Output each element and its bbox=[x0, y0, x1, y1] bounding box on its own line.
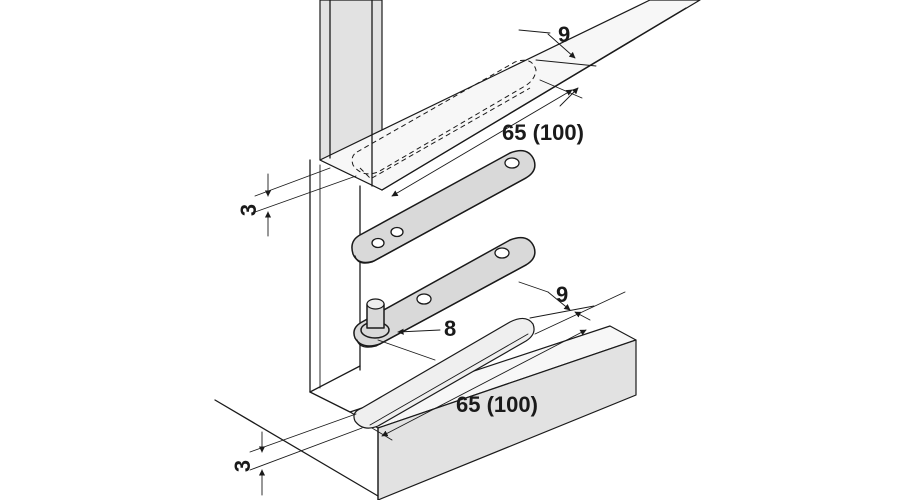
dim-top-length-line bbox=[391, 89, 573, 197]
pin-top bbox=[366, 298, 385, 310]
upper-plate-thickness bbox=[354, 177, 527, 264]
dim-top-width-leader bbox=[518, 29, 551, 34]
dim-top-width-ext-1 bbox=[535, 59, 597, 67]
dim-top-length bbox=[391, 89, 573, 197]
dim-bottom-length-line bbox=[381, 329, 587, 437]
upper-plate-hole-1 bbox=[371, 237, 385, 249]
dim-bottom-width-ext-1 bbox=[529, 305, 595, 319]
dim-bottom-length bbox=[371, 329, 587, 441]
dim-top-depth-ext-1 bbox=[254, 167, 331, 197]
dim-top-width-arrow-1 bbox=[547, 33, 576, 59]
lower-plate-hole-1 bbox=[416, 293, 432, 305]
lower-plate-thickness bbox=[356, 264, 527, 348]
dim-bottom-length-ext bbox=[371, 427, 393, 441]
dim-bottom-depth-ext-2 bbox=[249, 427, 363, 471]
base-joint bbox=[309, 391, 351, 413]
lower-hinge-plate bbox=[353, 236, 536, 348]
label-top-width: 9 bbox=[558, 22, 570, 47]
dim-top-width-arrow-2 bbox=[559, 87, 579, 107]
label-bottom-width: 9 bbox=[556, 282, 568, 307]
label-top-depth: 3 bbox=[236, 204, 261, 216]
label-pin-offset: 8 bbox=[444, 316, 456, 341]
cabinet-side bbox=[309, 159, 361, 393]
dim-bottom-width-arrow-2 bbox=[574, 311, 591, 321]
upper-plate-hole-3 bbox=[504, 157, 520, 169]
dim-top-depth-ext-2 bbox=[254, 175, 357, 213]
base-panel bbox=[214, 317, 637, 500]
upper-plate-hole-2 bbox=[390, 226, 404, 238]
label-top-length: 65 (100) bbox=[502, 120, 584, 145]
label-bottom-depth: 3 bbox=[230, 460, 255, 472]
dim-bottom-depth-ext-1 bbox=[249, 413, 357, 453]
base-front-edge bbox=[214, 399, 379, 497]
lower-plate-hole-2 bbox=[494, 247, 510, 259]
door-mortise-outline bbox=[351, 59, 537, 175]
door-mortise-corner bbox=[359, 167, 371, 179]
dim-bottom-width-leader bbox=[518, 281, 549, 293]
cabinet-side-bottom bbox=[309, 365, 361, 393]
dim-bottom-depth bbox=[249, 413, 363, 496]
label-bottom-length: 65 (100) bbox=[456, 392, 538, 417]
dim-pin-offset-ext bbox=[377, 339, 436, 361]
dim-bottom-width bbox=[518, 281, 626, 335]
dim-bottom-width-arrow-1 bbox=[547, 291, 571, 311]
dim-top-width-ext-2 bbox=[539, 79, 583, 99]
dim-top-depth bbox=[254, 167, 357, 237]
